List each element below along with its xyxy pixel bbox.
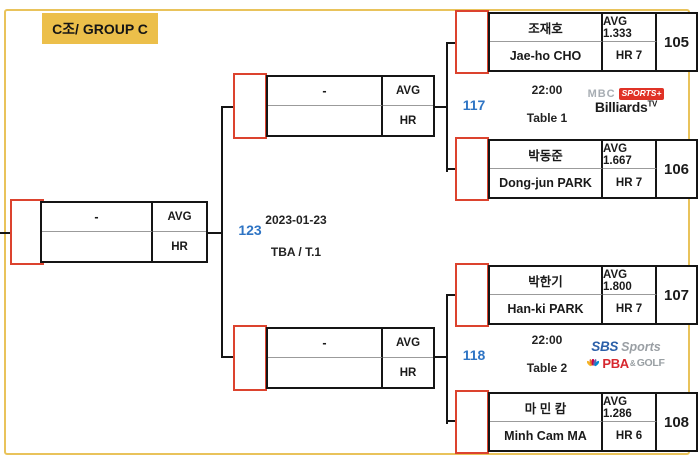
semifinal1-slot-name: -	[268, 77, 383, 106]
bracket-line-final-in	[0, 232, 12, 234]
final-match-venue: TBA / T.1	[270, 245, 322, 259]
match-number: 107	[663, 286, 690, 304]
pba-logo-text: PBA	[602, 355, 629, 371]
sbs-sports-logo-text: Sports	[621, 339, 661, 354]
player-box-107: 박한기 AVG 1.800 107 Han-ki PARK HR 7	[488, 265, 698, 325]
bracket-line-semi2-out	[433, 356, 448, 358]
player-name-en: Jae-ho CHO	[490, 42, 603, 70]
semifinal2-avg-label: AVG	[383, 329, 433, 358]
bracket-line-right-vertical-top	[446, 42, 448, 172]
match-number: 105	[663, 33, 690, 51]
player-avg: AVG 1.333	[603, 14, 657, 42]
semifinal2-slot-name: -	[268, 329, 383, 358]
final-match-date: 2023-01-23	[265, 213, 327, 227]
slot-marker-p105	[455, 10, 489, 74]
final-avg-label: AVG	[153, 203, 206, 232]
semifinal2-time: 22:00	[531, 333, 563, 347]
pba-ampersand: &	[629, 358, 636, 368]
semifinal1-slot-name-empty	[268, 106, 383, 135]
final-slot-name-empty	[42, 232, 153, 261]
match-number: 106	[663, 160, 690, 178]
final-hr-label: HR	[171, 240, 188, 253]
player-name-en: Han-ki PARK	[490, 295, 603, 323]
player-name-kr: 마 민 캄	[490, 394, 603, 422]
player-name-en: Minh Cam MA	[490, 422, 603, 450]
bracket-line-semi1-in	[221, 106, 235, 108]
player-box-105: 조재호 AVG 1.333 105 Jae-ho CHO HR 7	[488, 12, 698, 72]
player-hr: HR 7	[603, 169, 657, 197]
semifinal2-hr-label: HR	[399, 366, 417, 379]
bracket-line-right-vertical-bottom	[446, 294, 448, 424]
broadcaster-logo-mbc-billiardstv: MBC SPORTS+ BilliardsTV	[581, 88, 671, 115]
golf-logo-text: GOLF	[636, 357, 665, 370]
player-avg: AVG 1.800	[603, 267, 657, 295]
slot-marker-semi1	[233, 73, 267, 139]
player-name-en: Dong-jun PARK	[490, 169, 603, 197]
slot-marker-p106	[455, 137, 489, 201]
mbc-logo-text: MBC	[587, 88, 616, 100]
slot-marker-final	[10, 199, 44, 265]
semifinal2-slot-box: - AVG HR	[266, 327, 435, 389]
bracket-line-p107-in	[446, 294, 457, 296]
player-box-108: 마 민 캄 AVG 1.286 108 Minh Cam MA HR 6	[488, 392, 698, 452]
player-hr: HR 6	[603, 422, 657, 450]
final-slot-box: - AVG HR	[40, 201, 208, 263]
semifinal1-hr-label: HR	[399, 114, 417, 127]
semifinal1-table: Table 1	[526, 111, 568, 125]
sbs-logo-text: SBS	[591, 339, 619, 354]
player-name-kr: 조재호	[490, 14, 603, 42]
bracket-line-semi2-in	[221, 356, 235, 358]
player-name-kr: 박동준	[490, 141, 603, 169]
bracket-line-p105-in	[446, 42, 457, 44]
billiardstv-logo-text: BilliardsTV	[594, 99, 658, 116]
pba-peacock-icon	[587, 358, 600, 369]
bracket-line-p108-in	[446, 420, 457, 422]
slot-marker-semi2	[233, 325, 267, 391]
slot-marker-p108	[455, 390, 489, 454]
bracket-line-final-out	[206, 232, 223, 234]
bracket-line-semi1-out	[433, 106, 448, 108]
player-hr: HR 7	[603, 42, 657, 70]
semifinal2-match-number: 118	[462, 347, 486, 363]
semifinal1-avg-label: AVG	[383, 77, 433, 106]
slot-marker-p107	[455, 263, 489, 327]
broadcaster-logo-sbs-pba: SBS Sports PBA & GOLF	[581, 339, 671, 371]
player-box-106: 박동준 AVG 1.667 106 Dong-jun PARK HR 7	[488, 139, 698, 199]
semifinal2-slot-name-empty	[268, 358, 383, 387]
semifinal1-time: 22:00	[531, 83, 563, 97]
semifinal1-match-number: 117	[462, 97, 486, 113]
final-slot-name: -	[42, 203, 153, 232]
final-match-number: 123	[238, 222, 262, 238]
player-hr: HR 7	[603, 295, 657, 323]
player-avg: AVG 1.286	[603, 394, 657, 422]
bracket-line-left-vertical	[221, 106, 223, 358]
semifinal2-table: Table 2	[526, 361, 568, 375]
player-avg: AVG 1.667	[603, 141, 657, 169]
bracket-line-p106-in	[446, 168, 457, 170]
semifinal1-slot-box: - AVG HR	[266, 75, 435, 137]
mbc-sports-badge: SPORTS+	[618, 88, 665, 100]
player-name-kr: 박한기	[490, 267, 603, 295]
match-number: 108	[663, 413, 690, 431]
group-label: C조/ GROUP C	[42, 13, 158, 44]
